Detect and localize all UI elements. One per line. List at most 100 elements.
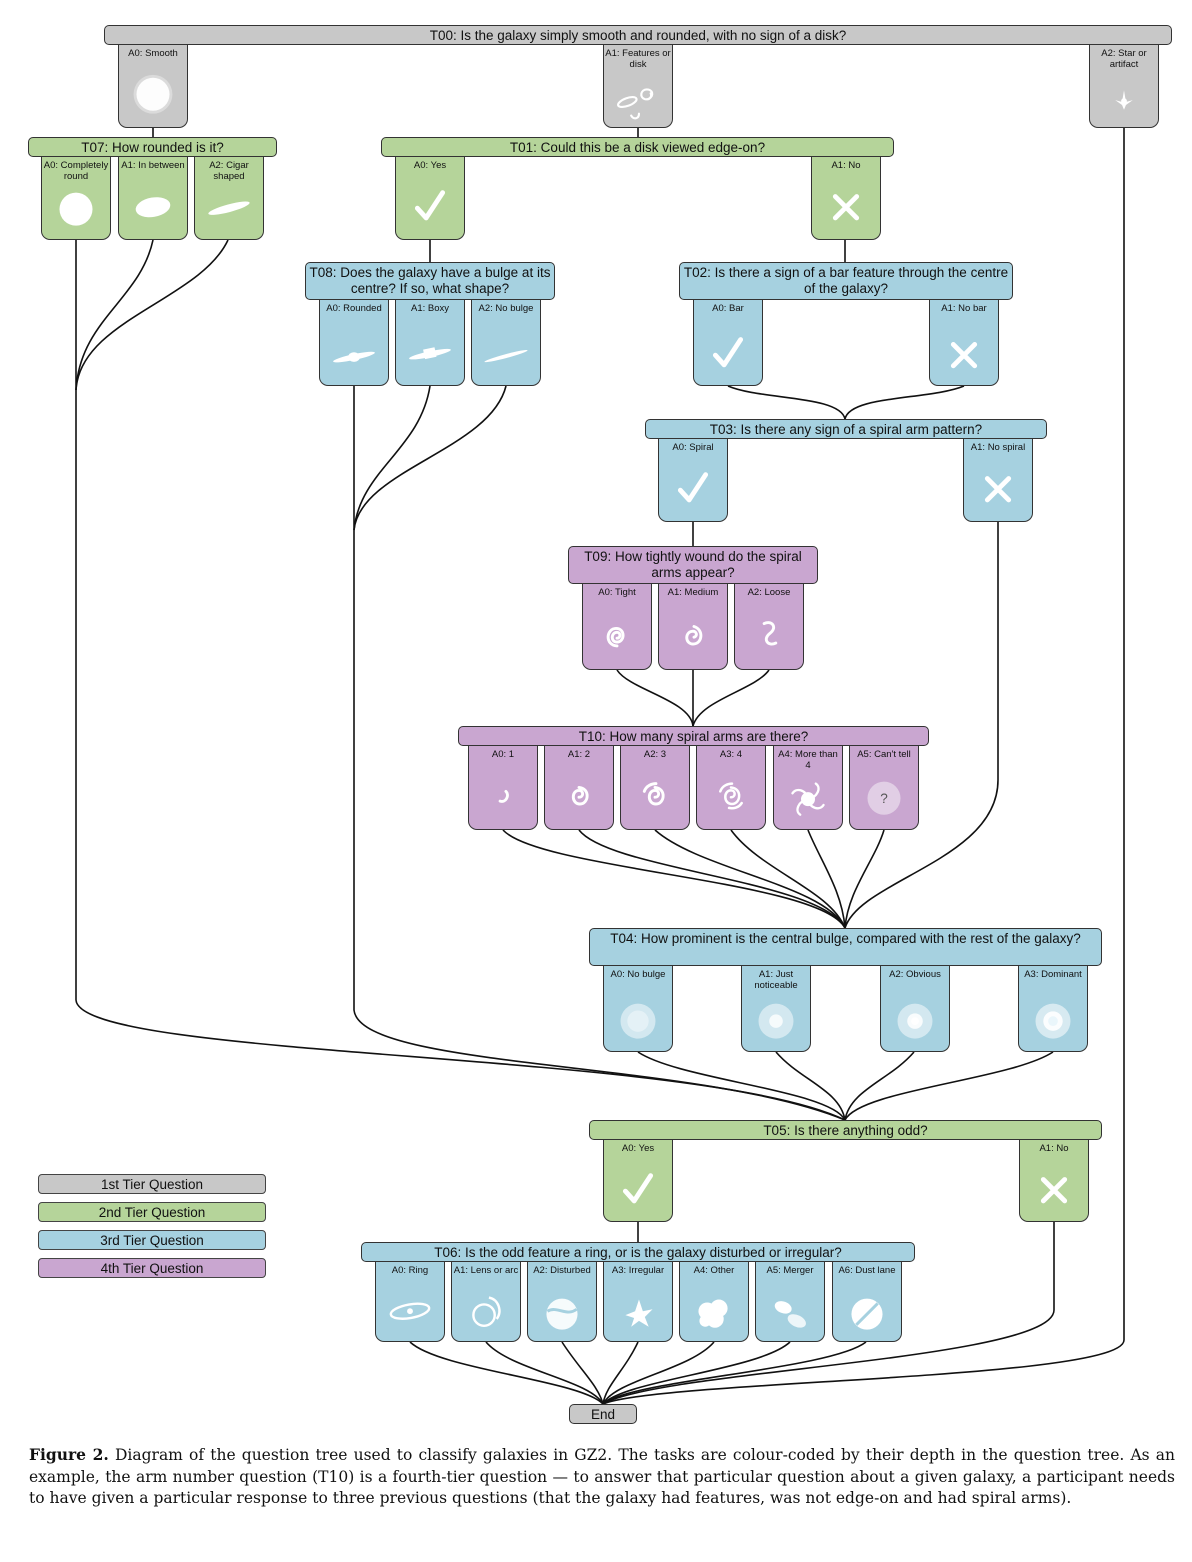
question-t10: T10: How many spiral arms are there? bbox=[458, 726, 929, 746]
answer-label: A2: No bulge bbox=[478, 303, 534, 314]
question-t03: T03: Is there any sign of a spiral arm p… bbox=[645, 419, 1047, 439]
answer-label: A0: 1 bbox=[491, 749, 515, 760]
answer-t10-canttell: A5: Can't tell ? bbox=[849, 746, 919, 830]
answer-t08-boxy: A1: Boxy bbox=[395, 300, 465, 386]
answer-label: A4: Other bbox=[693, 1265, 735, 1276]
question-mark-icon: ? bbox=[867, 781, 901, 815]
caption-label: Figure 2. bbox=[29, 1445, 109, 1464]
answer-label: A3: 4 bbox=[719, 749, 743, 760]
diffuse-disk-icon bbox=[620, 1003, 656, 1039]
thin-disk-icon bbox=[484, 350, 528, 363]
cross-icon bbox=[832, 194, 860, 221]
other-blob-icon bbox=[698, 1299, 728, 1328]
question-t05: T05: Is there anything odd? bbox=[589, 1120, 1102, 1140]
answer-label: A1: 2 bbox=[567, 749, 591, 760]
round-galaxy-icon bbox=[59, 192, 93, 226]
answer-t10-one: A0: 1 bbox=[468, 746, 538, 830]
question-t00: T00: Is the galaxy simply smooth and rou… bbox=[104, 25, 1172, 45]
loose-spiral-icon bbox=[762, 621, 778, 646]
answer-t00-star: A2: Star or artifact bbox=[1089, 45, 1159, 128]
answer-t09-loose: A2: Loose bbox=[734, 584, 804, 670]
legend-tier4: 4th Tier Question bbox=[38, 1258, 266, 1278]
answer-label: A5: Merger bbox=[766, 1265, 814, 1276]
answer-t06-irregular: A3: Irregular bbox=[603, 1262, 673, 1342]
figure-caption: Figure 2. Diagram of the question tree u… bbox=[29, 1444, 1175, 1510]
dominant-bulge-icon bbox=[1035, 1003, 1071, 1039]
answer-label: A1: In between bbox=[121, 160, 185, 171]
four-arm-spiral-icon bbox=[719, 782, 743, 810]
answer-t03-spiral: A0: Spiral bbox=[658, 439, 728, 522]
merger-galaxies-icon bbox=[774, 1301, 806, 1328]
answer-t10-two: A1: 2 bbox=[544, 746, 614, 830]
answer-t04-obvious: A2: Obvious bbox=[880, 966, 950, 1052]
cross-icon bbox=[984, 476, 1012, 503]
answer-label: A0: Smooth bbox=[128, 48, 178, 59]
disturbed-galaxy-icon bbox=[546, 1298, 578, 1330]
answer-label: A0: Yes bbox=[413, 160, 447, 171]
caption-text: Diagram of the question tree used to cla… bbox=[29, 1446, 1175, 1507]
answer-label: A2: Star or artifact bbox=[1101, 48, 1147, 70]
answer-t05-yes: A0: Yes bbox=[603, 1140, 673, 1222]
answer-label: A1: Just noticeable bbox=[754, 969, 798, 991]
answer-label: A1: No bbox=[831, 160, 861, 171]
cross-icon bbox=[1040, 1177, 1068, 1204]
answer-t06-lens: A1: Lens or arc bbox=[451, 1262, 521, 1342]
answer-t01-no: A1: No bbox=[811, 157, 881, 240]
boxy-bulge-icon bbox=[409, 347, 451, 360]
svg-text:?: ? bbox=[880, 791, 888, 806]
answer-t06-merger: A5: Merger bbox=[755, 1262, 825, 1342]
star-artifact-icon bbox=[1115, 90, 1133, 110]
question-t06: T06: Is the odd feature a ring, or is th… bbox=[361, 1242, 915, 1262]
question-t04: T04: How prominent is the central bulge,… bbox=[589, 928, 1102, 966]
many-arm-spiral-icon bbox=[791, 782, 825, 816]
medium-spiral-icon bbox=[685, 625, 703, 646]
answer-t08-rounded: A0: Rounded bbox=[319, 300, 389, 386]
checkmark-icon bbox=[622, 1173, 654, 1204]
answer-t00-features: A1: Features or disk bbox=[603, 45, 673, 128]
disk-features-icon bbox=[617, 88, 654, 120]
dust-lane-icon bbox=[851, 1298, 883, 1330]
answer-t04-nobulge: A0: No bulge bbox=[603, 966, 673, 1052]
checkmark-icon bbox=[712, 337, 744, 368]
answer-t02-nobar: A1: No bar bbox=[929, 300, 999, 386]
answer-label: A0: Completely round bbox=[43, 160, 109, 182]
answer-label: A0: Tight bbox=[598, 587, 636, 598]
question-t01: T01: Could this be a disk viewed edge-on… bbox=[381, 137, 894, 157]
answer-label: A1: No bbox=[1039, 1143, 1069, 1154]
obvious-bulge-icon bbox=[897, 1003, 933, 1039]
legend-tier3: 3rd Tier Question bbox=[38, 1230, 266, 1250]
answer-label: A2: Disturbed bbox=[533, 1265, 591, 1276]
smooth-galaxy-icon bbox=[133, 74, 173, 114]
answer-label: A1: No spiral bbox=[970, 442, 1026, 453]
answer-label: A0: No bulge bbox=[610, 969, 666, 980]
answer-label: A6: Dust lane bbox=[838, 1265, 896, 1276]
answer-label: A3: Irregular bbox=[611, 1265, 665, 1276]
answer-t08-nobulge: A2: No bulge bbox=[471, 300, 541, 386]
answer-label: A1: No bar bbox=[941, 303, 987, 314]
answer-t05-no: A1: No bbox=[1019, 1140, 1089, 1222]
legend-tier1: 1st Tier Question bbox=[38, 1174, 266, 1194]
answer-label: A4: More than 4 bbox=[778, 749, 838, 771]
answer-t09-medium: A1: Medium bbox=[658, 584, 728, 670]
answer-t03-nospiral: A1: No spiral bbox=[963, 439, 1033, 522]
answer-label: A5: Can't tell bbox=[857, 749, 911, 760]
answer-label: A3: Dominant bbox=[1024, 969, 1082, 980]
answer-label: A2: Cigar shaped bbox=[209, 160, 249, 182]
checkmark-icon bbox=[677, 472, 709, 503]
one-arm-spiral-icon bbox=[498, 789, 509, 803]
answer-label: A2: Obvious bbox=[889, 969, 941, 980]
connector-lines bbox=[75, 128, 1125, 1405]
answer-t07-cigar: A2: Cigar shaped bbox=[194, 157, 264, 240]
answer-t06-dustlane: A6: Dust lane bbox=[832, 1262, 902, 1342]
question-t02: T02: Is there a sign of a bar feature th… bbox=[679, 262, 1013, 300]
answer-label: A0: Rounded bbox=[326, 303, 382, 314]
ring-galaxy-icon bbox=[389, 1302, 431, 1320]
oval-galaxy-icon bbox=[135, 197, 171, 218]
answer-label: A1: Features or disk bbox=[605, 48, 671, 70]
answer-t10-three: A2: 3 bbox=[620, 746, 690, 830]
answer-t00-smooth: A0: Smooth bbox=[118, 45, 188, 128]
answer-label: A0: Ring bbox=[391, 1265, 429, 1276]
answer-t01-yes: A0: Yes bbox=[395, 157, 465, 240]
answer-t10-morethan4: A4: More than 4 bbox=[773, 746, 843, 830]
answer-t04-dominant: A3: Dominant bbox=[1018, 966, 1088, 1052]
